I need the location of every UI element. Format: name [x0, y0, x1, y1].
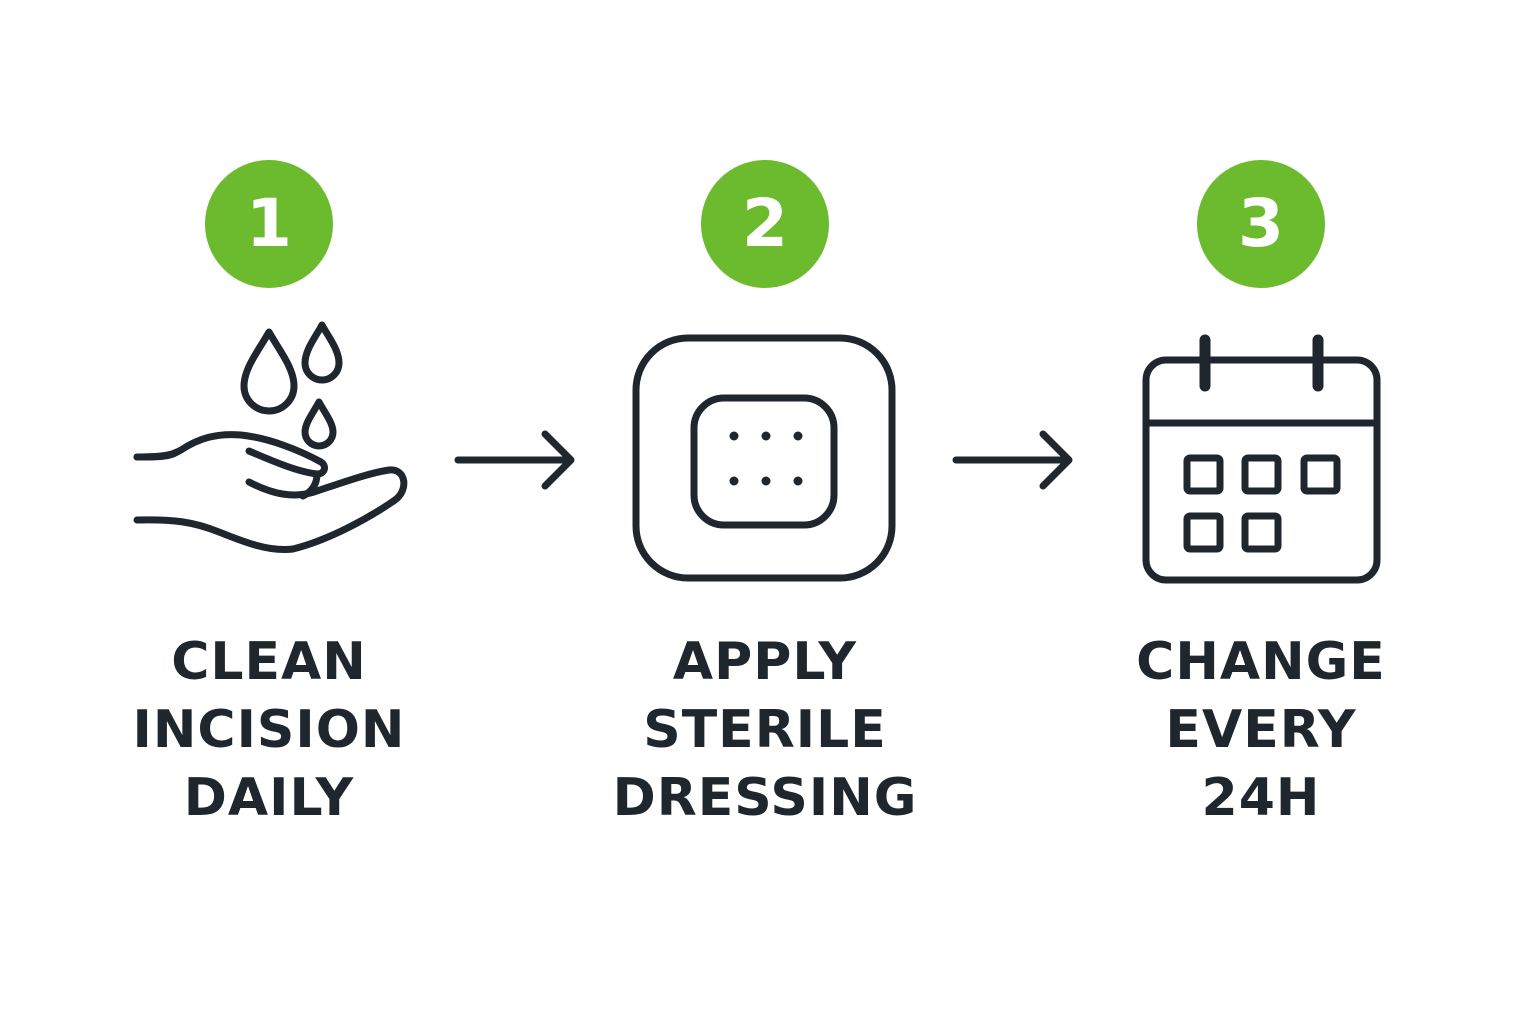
step-label: CLEAN INCISION DAILY — [69, 628, 469, 832]
arrow-right-icon — [454, 430, 575, 490]
step-label-line: CHANGE — [1136, 632, 1386, 692]
step-number: 1 — [246, 185, 292, 262]
step-label-line: EVERY — [1165, 700, 1357, 760]
sterile-dressing-icon — [632, 334, 896, 582]
step-change-dressing: 3 CHANGE EVERY 24H — [1061, 160, 1461, 840]
step-label-line: CLEAN — [171, 632, 367, 692]
step-number-badge: 3 — [1197, 160, 1325, 288]
step-number-badge: 1 — [205, 160, 333, 288]
step-clean-incision: 1 CLEAN INCISION DAILY — [69, 160, 469, 840]
step-number: 3 — [1238, 185, 1284, 262]
step-label-line: STERILE — [643, 700, 887, 760]
step-label: APPLY STERILE DRESSING — [565, 628, 965, 832]
step-number: 2 — [742, 185, 788, 262]
step-label: CHANGE EVERY 24H — [1061, 628, 1461, 832]
calendar-icon — [1142, 334, 1381, 584]
step-label-line: DRESSING — [612, 768, 918, 828]
hand-water-drops-icon — [133, 321, 408, 554]
step-number-badge: 2 — [701, 160, 829, 288]
step-label-line: INCISION — [132, 700, 406, 760]
arrow-right-icon — [952, 430, 1073, 490]
step-label-line: DAILY — [183, 768, 355, 828]
step-label-line: 24H — [1201, 768, 1321, 828]
step-label-line: APPLY — [672, 632, 858, 692]
step-apply-dressing: 2 APPLY STERILE DRESSING — [565, 160, 965, 840]
